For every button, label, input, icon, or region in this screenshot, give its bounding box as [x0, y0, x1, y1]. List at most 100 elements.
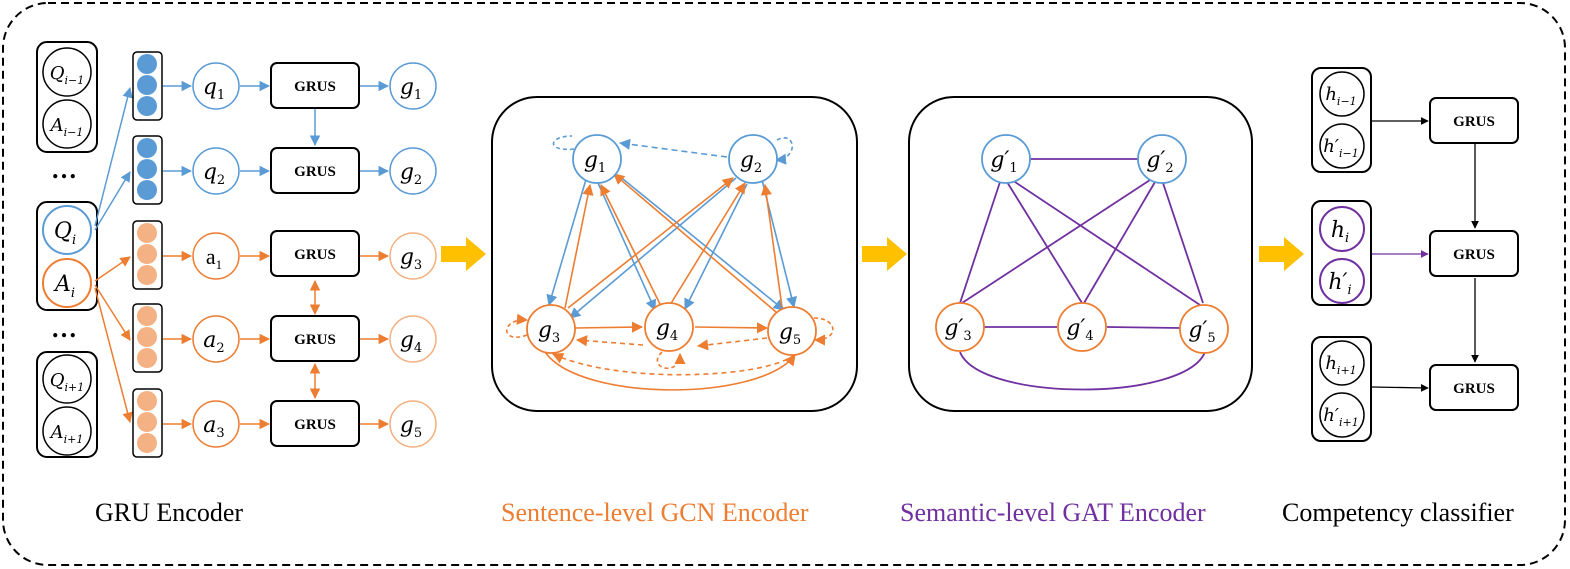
grus-box-1	[270, 62, 360, 109]
output-g4-node	[389, 315, 437, 363]
embedding-columns	[132, 51, 163, 458]
grus-label-5: GRUS	[294, 417, 336, 433]
svg-text:a3: a3	[203, 413, 224, 441]
output-g5-node	[389, 400, 437, 448]
svg-text:g4: g4	[656, 316, 678, 344]
a-current-node	[42, 258, 92, 308]
gat-edges	[959, 158, 1206, 391]
a-prev-base: A	[49, 115, 64, 136]
caption-classifier: Competency classifier	[1282, 498, 1514, 527]
classifier-box-current	[1311, 200, 1372, 306]
gat-node-g3	[935, 302, 985, 352]
h-current-node	[1319, 206, 1365, 252]
svg-text:g1: g1	[400, 75, 422, 103]
gat-g5-base: g′	[1188, 318, 1207, 343]
grus-box-2	[270, 147, 360, 194]
gat-node-g2	[1137, 134, 1187, 184]
output-g4-sub: 4	[414, 341, 422, 356]
h-next-node	[1319, 340, 1365, 386]
token-a3-sub: 3	[216, 426, 224, 441]
gcn-node-g2	[728, 134, 778, 184]
gcn-node-g5	[767, 306, 817, 356]
ellipsis-top: …	[51, 155, 77, 184]
grus-box-4	[270, 315, 360, 362]
token-a2-node	[192, 315, 240, 363]
h-current-base: h	[1331, 218, 1345, 243]
svg-text:g′4: g′4	[1066, 316, 1093, 344]
a-next-sub: i+1	[64, 433, 84, 446]
gcn-orange-edges	[505, 173, 834, 391]
hp-next-node	[1319, 392, 1365, 438]
hp-current-base: h′	[1328, 270, 1347, 295]
hp-next-sub: i+1	[1339, 416, 1359, 429]
a-next-base: A	[49, 422, 64, 443]
svg-text:g5: g5	[779, 320, 801, 348]
svg-text:Ai+1: Ai+1	[49, 422, 84, 446]
gcn-node-g3	[526, 304, 576, 354]
classifier-grus-label-2: GRUS	[1453, 247, 1495, 263]
gat-g2-sub: 2	[1165, 161, 1173, 176]
token-a1-node	[192, 232, 240, 280]
grus-label-4: GRUS	[294, 332, 336, 348]
token-a2-sub: 2	[216, 341, 224, 356]
classifier-grus-box-3	[1429, 364, 1519, 411]
svg-text:g3: g3	[538, 318, 560, 346]
svg-text:Qi−1: Qi−1	[50, 63, 85, 87]
gcn-encoder-section: g1 g2 g3 g4 g5	[491, 96, 858, 412]
a-current-base: A	[53, 272, 71, 297]
h-next-sub: i+1	[1337, 364, 1357, 377]
gcn-g2-base: g	[740, 148, 754, 173]
grus-label-1: GRUS	[294, 79, 336, 95]
gat-g4-base: g′	[1066, 316, 1085, 341]
svg-text:g5: g5	[400, 413, 422, 441]
q-prev-node	[42, 47, 92, 97]
svg-text:h′i+1: h′i+1	[1323, 405, 1358, 429]
gat-panel	[908, 96, 1253, 412]
q-prev-sub: i−1	[65, 74, 85, 87]
q-next-sub: i+1	[65, 381, 85, 394]
gcn-g4-base: g	[656, 316, 670, 341]
h-prev-sub: i−1	[1337, 95, 1357, 108]
q-current-base: Q	[54, 219, 72, 244]
gcn-node-g1	[572, 134, 622, 184]
classifier-box-next	[1311, 336, 1372, 442]
svg-text:a1: a1	[206, 244, 222, 272]
gcn-g5-sub: 5	[793, 333, 801, 348]
a-next-node	[42, 406, 92, 456]
output-g3-sub: 3	[414, 258, 422, 273]
gcn-g3-base: g	[538, 318, 552, 343]
output-g5-sub: 5	[414, 426, 422, 441]
svg-text:q1: q1	[203, 75, 225, 103]
svg-text:Qi+1: Qi+1	[50, 370, 85, 394]
hp-prev-base: h′	[1323, 136, 1339, 157]
output-g2-node	[389, 147, 437, 195]
gcn-panel	[491, 96, 858, 412]
input-box-next	[36, 351, 98, 458]
svg-text:hi+1: hi+1	[1325, 353, 1356, 377]
caption-gcn-encoder: Sentence-level GCN Encoder	[501, 498, 809, 527]
hp-current-sub: i	[1348, 283, 1352, 298]
svg-text:g3: g3	[400, 245, 422, 273]
token-q2-sub: 2	[217, 173, 225, 188]
hp-prev-node	[1319, 123, 1365, 169]
ellipsis-bottom: …	[51, 314, 77, 343]
grus-box-5	[270, 400, 360, 447]
svg-text:hi−1: hi−1	[1325, 84, 1356, 108]
a-prev-sub: i−1	[64, 126, 84, 139]
gat-g3-sub: 3	[963, 329, 971, 344]
hp-current-node	[1319, 258, 1365, 304]
hp-next-base: h′	[1323, 405, 1339, 426]
grus-label-2: GRUS	[294, 164, 336, 180]
classifier-grus-box-1	[1429, 97, 1519, 144]
yellow-arrow-3	[1259, 237, 1304, 271]
svg-text:g′5: g′5	[1188, 318, 1215, 346]
h-next-base: h	[1325, 353, 1337, 374]
gcn-g5-base: g	[779, 320, 793, 345]
svg-text:g2: g2	[740, 148, 762, 176]
token-a2-base: a	[203, 328, 216, 353]
gat-g3-base: g′	[944, 316, 963, 341]
output-g1-sub: 1	[414, 88, 422, 103]
grus-label-3: GRUS	[294, 247, 336, 263]
svg-text:h′i: h′i	[1328, 270, 1351, 298]
